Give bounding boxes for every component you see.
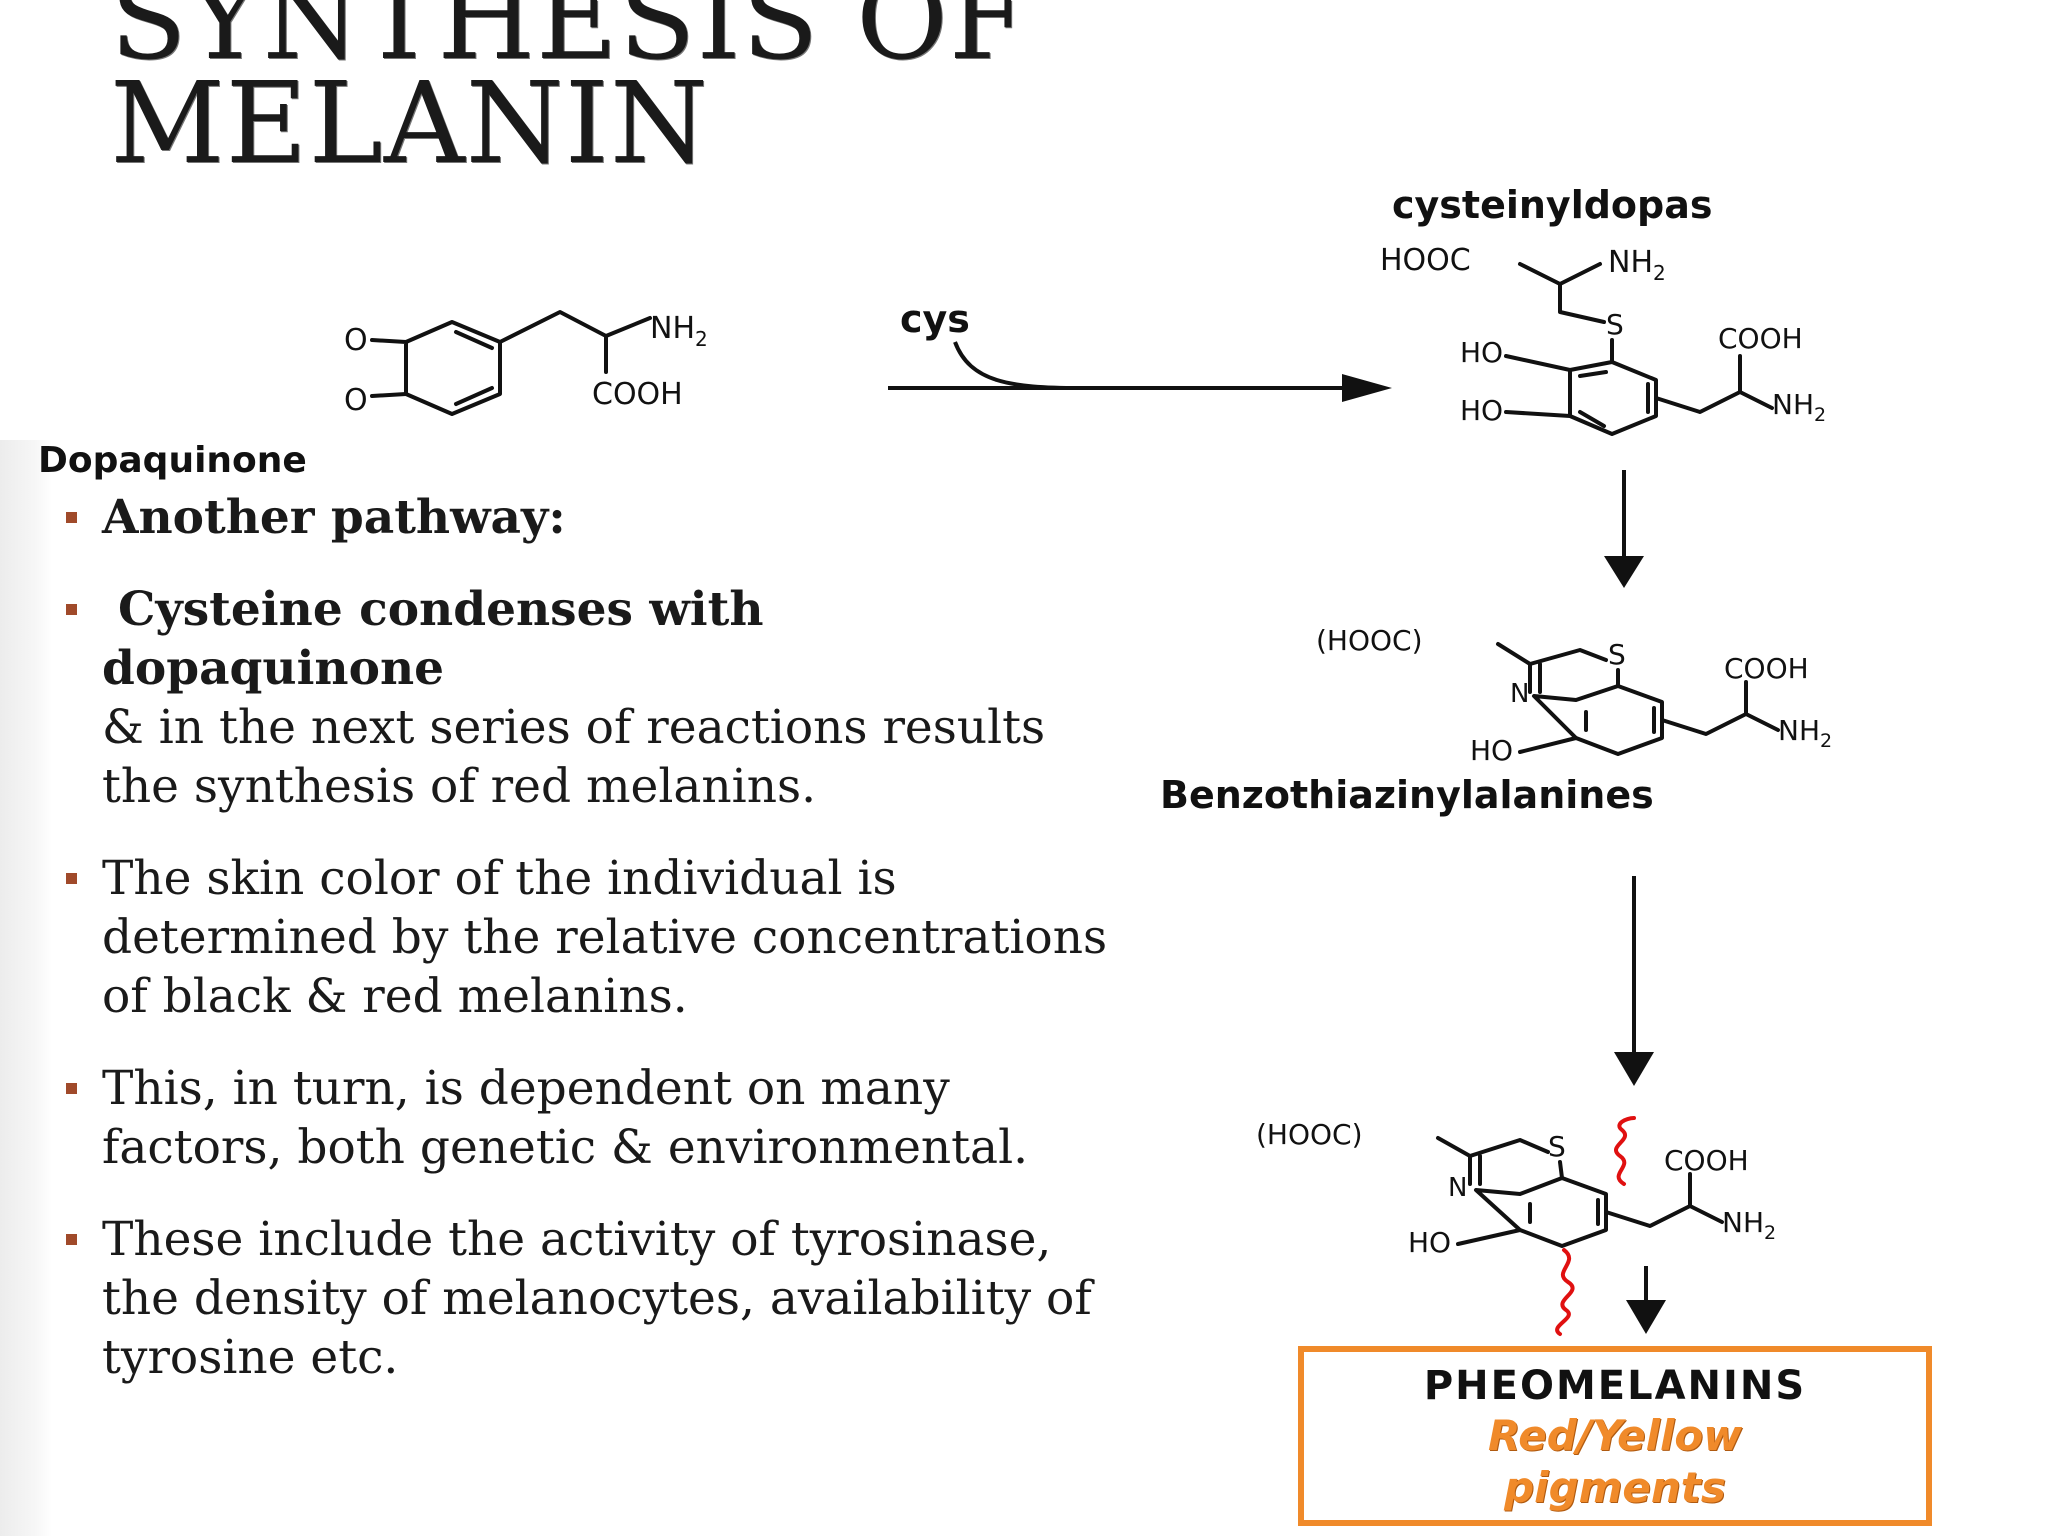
bullet-list: Another pathway: Cysteine condenses with… (60, 488, 1120, 1420)
bullet-text: & in the next series of reactions result… (102, 700, 1046, 814)
cysteinyldopa-structure: HOOC NH2 S HO HO COOH NH2 (1380, 243, 1826, 436)
down-arrowhead-3 (1626, 1300, 1666, 1334)
bond (1456, 1228, 1522, 1246)
bullet-marker (66, 873, 77, 884)
pheomelanins-sub2: pigments (1504, 1463, 1726, 1512)
atom-o-1: O (344, 323, 368, 358)
polymer-link-wavy (1614, 1116, 1636, 1186)
bond (1518, 262, 1606, 324)
atom-nh2: NH2 (1772, 388, 1826, 426)
bond (1528, 662, 1542, 694)
bond (1558, 1160, 1564, 1180)
bullet-item: This, in turn, is dependent on many fact… (60, 1059, 1120, 1177)
dopaquinone-label: Dopaquinone (38, 440, 307, 481)
bullet-item: Cysteine condenses with dopaquinone & in… (60, 580, 1120, 816)
left-shade (0, 440, 52, 1536)
atom-nh2: NH2 (1722, 1206, 1776, 1244)
bullet-marker (66, 604, 77, 615)
bond (1604, 1172, 1724, 1228)
bond (1436, 1136, 1550, 1158)
bond (404, 320, 502, 416)
bond (1518, 736, 1578, 754)
benzene-ring (1568, 360, 1658, 436)
cys-label: cys (900, 297, 970, 341)
pheomelanin-structure: (HOOC) S N HO COOH NH2 (1256, 1116, 1776, 1336)
benzothiazinylalanine-structure: (HOOC) S N HO COOH NH2 (1316, 624, 1832, 767)
bond (1468, 1154, 1482, 1186)
pheomelanins-title: PHEOMELANINS (1423, 1363, 1807, 1409)
atom-n: N (1448, 1173, 1467, 1203)
slide-title: SYNTHESIS OF MELANIN (110, 0, 1028, 189)
bond (498, 310, 652, 344)
atom-n: N (1510, 679, 1529, 709)
bond (1578, 370, 1650, 428)
title-line-2: MELANIN (110, 59, 709, 189)
polymer-link-wavy (1555, 1248, 1575, 1336)
atom-ho-2: HO (1460, 394, 1503, 427)
atom-hooc: HOOC (1380, 243, 1471, 278)
atom-cooh: COOH (1724, 652, 1809, 685)
bullet-bold-text: Another pathway: (102, 490, 566, 545)
bullet-text: These include the activity of tyrosinase… (102, 1212, 1092, 1385)
bullet-text: The skin color of the individual is dete… (102, 851, 1108, 1024)
bond (1584, 706, 1656, 734)
atom-ho-1: HO (1460, 336, 1503, 369)
bullet-item: The skin color of the individual is dete… (60, 849, 1120, 1026)
bond (1528, 1198, 1600, 1226)
atom-s: S (1548, 1130, 1566, 1163)
bond (454, 330, 494, 406)
bond (1496, 642, 1608, 666)
pheomelanins-sub1: Red/Yellow (1487, 1411, 1743, 1460)
bullet-item: These include the activity of tyrosinase… (60, 1210, 1120, 1387)
title-line-1: SYNTHESIS OF (110, 0, 1028, 85)
atom-nh2: NH2 (1778, 714, 1832, 752)
dopaquinone-structure: O O NH2 COOH (344, 310, 708, 418)
bond (1660, 680, 1780, 736)
cys-curved-arrow (953, 341, 1081, 390)
bullet-marker (66, 1234, 77, 1245)
atom-ho: HO (1470, 734, 1513, 767)
atom-nh2: NH2 (650, 311, 708, 351)
cysteinyldopas-label: cysteinyldopas (1392, 183, 1713, 227)
bullet-bold-text: Cysteine condenses with dopaquinone (102, 582, 764, 696)
down-arrowhead-2 (1614, 1052, 1654, 1086)
bond (370, 338, 408, 398)
pheomelanins-box: PHEOMELANINS Red/Yellow pigments (1298, 1346, 1932, 1526)
atom-s: S (1606, 308, 1624, 341)
reaction-arrowhead (1342, 374, 1392, 402)
bullet-item: Another pathway: (60, 488, 1120, 547)
bond (1504, 354, 1572, 418)
bullet-marker (66, 1083, 77, 1094)
atom-cooh: COOH (1718, 322, 1803, 355)
benzothiazinylalanines-label: Benzothiazinylalanines (1160, 773, 1654, 817)
bullet-marker (66, 512, 77, 523)
bullet-text: This, in turn, is dependent on many fact… (102, 1061, 1029, 1175)
down-arrowhead-1 (1604, 556, 1644, 588)
bond (1654, 354, 1774, 414)
atom-s: S (1608, 638, 1626, 671)
atom-cooh: COOH (592, 377, 683, 412)
atom-cooh: COOH (1664, 1144, 1749, 1177)
atom-hooc: (HOOC) (1316, 624, 1423, 657)
atom-ho: HO (1408, 1226, 1451, 1259)
atom-nh2: NH2 (1608, 245, 1666, 285)
atom-hooc: (HOOC) (1256, 1118, 1363, 1151)
atom-o-2: O (344, 383, 368, 418)
